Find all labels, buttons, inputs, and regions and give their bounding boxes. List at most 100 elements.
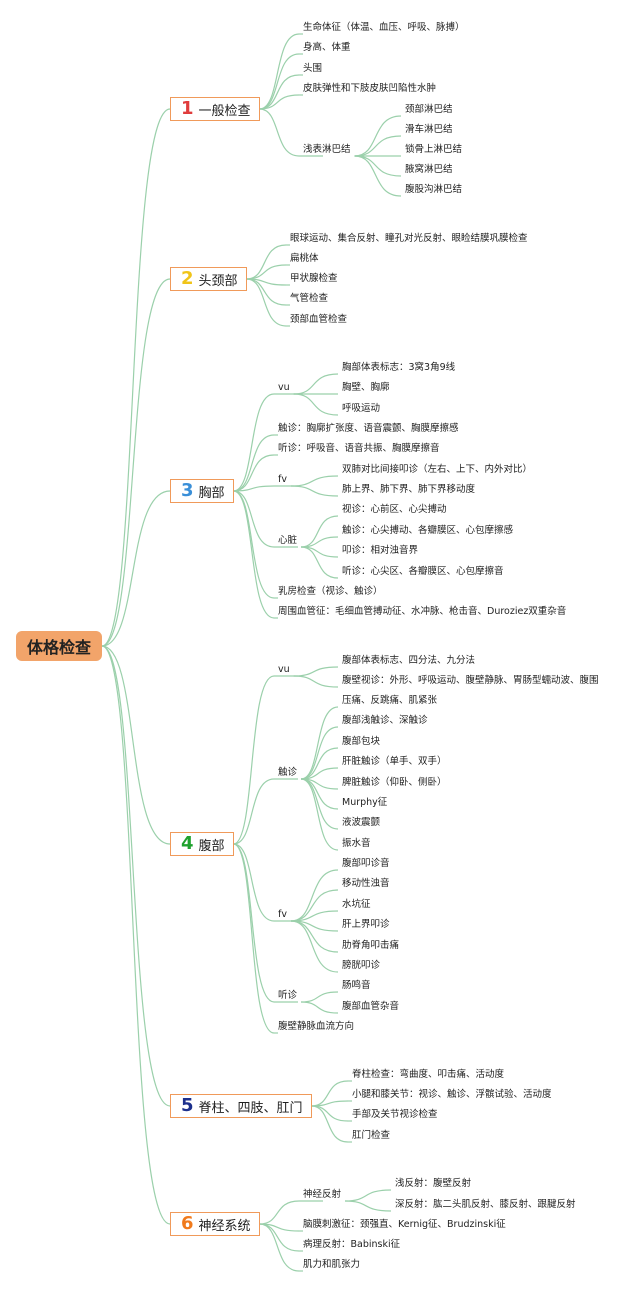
edge-root-section-5 <box>101 645 171 1107</box>
item-node: 小腿和膝关节：视诊、触诊、浮髌试验、活动度 <box>352 1089 552 1100</box>
edge-item-subitem <box>293 675 339 688</box>
subitem-node: 腋窝淋巴结 <box>405 164 453 175</box>
subitem-node: 腹部血管杂音 <box>342 1001 400 1012</box>
edge-section-item <box>259 33 300 110</box>
subitem-node: 锁骨上淋巴结 <box>405 144 463 155</box>
section-number: 4 <box>181 833 194 854</box>
item-node: 气管检查 <box>290 293 329 304</box>
subitem-node: 浅反射：腹壁反射 <box>395 1178 472 1189</box>
edge-root-section-3 <box>101 490 171 647</box>
edge-item-subitem <box>293 373 339 395</box>
edge-item-subitem <box>354 135 402 157</box>
subitem-node: 肝脏触诊（单手、双手） <box>342 756 447 767</box>
item-node: 颈部血管检查 <box>290 314 348 325</box>
edge-item-subitem <box>354 155 402 197</box>
subitem-node: 深反射：肱二头肌反射、膝反射、跟腱反射 <box>395 1199 576 1210</box>
item-node: 生命体征（体温、血压、呼吸、脉搏） <box>303 22 465 33</box>
edge-item-subitem <box>345 1200 392 1212</box>
edge-section-item <box>233 675 275 845</box>
edge-section-item <box>233 843 275 1034</box>
section-number: 3 <box>181 480 194 501</box>
item-node: 甲状腺检查 <box>290 273 338 284</box>
subitem-node: 叩诊：相对浊音界 <box>342 545 419 556</box>
item-node: 肛门检查 <box>352 1130 391 1141</box>
item-node: 听诊：呼吸音、语音共振、胸膜摩擦音 <box>278 443 440 454</box>
subitem-node: 肝上界叩诊 <box>342 919 390 930</box>
edge-section-item <box>246 264 287 280</box>
subitem-node: 腹壁视诊：外形、呼吸运动、腹壁静脉、胃肠型蠕动波、腹围 <box>342 675 599 686</box>
item-node: 乳房检查（视诊、触诊） <box>278 586 383 597</box>
item-node: fv <box>278 909 287 920</box>
edge-section-item <box>233 490 275 548</box>
edge-section-item <box>233 490 275 619</box>
subitem-node: 滑车淋巴结 <box>405 124 453 135</box>
edge-root-section-4 <box>101 645 171 845</box>
subitem-node: 触诊：心尖搏动、各瓣膜区、心包摩擦感 <box>342 525 514 536</box>
subitem-node: 腹部浅触诊、深触诊 <box>342 715 428 726</box>
edge-section-item <box>233 454 275 492</box>
edge-item-subitem <box>300 546 339 579</box>
edge-section-item <box>259 53 300 110</box>
section-number: 6 <box>181 1213 194 1234</box>
edge-root-section-1 <box>101 108 171 647</box>
edge-section-item <box>311 1105 349 1122</box>
root-node: 体格检查 <box>16 631 102 661</box>
subitem-node: 肋脊角叩击痛 <box>342 940 400 951</box>
subitem-node: 腹部包块 <box>342 736 381 747</box>
subitem-node: 液波震颤 <box>342 817 381 828</box>
section-number: 5 <box>181 1095 194 1116</box>
item-node: 皮肤弹性和下肢皮肤凹陷性水肿 <box>303 83 437 94</box>
section-label: 脊柱、四肢、肛门 <box>198 1100 303 1116</box>
item-node: 神经反射 <box>303 1189 342 1200</box>
item-node: 脊柱检查：弯曲度、叩击痛、活动度 <box>352 1069 505 1080</box>
subitem-node: 胸部体表标志：3窝3角9线 <box>342 362 456 373</box>
item-node: 脑膜刺激征：颈强直、Kernig征、Brudzinski征 <box>303 1219 506 1230</box>
section-label: 腹部 <box>198 838 225 854</box>
item-node: 肌力和肌张力 <box>303 1259 361 1270</box>
subitem-node: 颈部淋巴结 <box>405 104 453 115</box>
edge-item-subitem <box>293 666 339 677</box>
section-label: 一般检查 <box>198 103 251 119</box>
edge-section-item <box>233 490 275 599</box>
subitem-node: 胸壁、胸廓 <box>342 382 390 393</box>
item-node: 心脏 <box>278 535 298 546</box>
edge-item-subitem <box>300 706 339 780</box>
edge-root-section-6 <box>101 645 171 1225</box>
item-node: 浅表淋巴结 <box>303 144 351 155</box>
edge-section-item <box>233 434 275 492</box>
edge-section-item <box>311 1105 349 1143</box>
subitem-node: 肠鸣音 <box>342 980 371 991</box>
section-label: 胸部 <box>198 485 225 501</box>
item-node: vu <box>278 664 290 675</box>
edge-item-subitem <box>301 991 339 1003</box>
item-node: 头围 <box>303 63 323 74</box>
subitem-node: 肺上界、肺下界、肺下界移动度 <box>342 484 476 495</box>
edge-item-subitem <box>290 869 339 922</box>
edge-item-subitem <box>293 393 339 416</box>
edge-item-subitem <box>290 920 339 973</box>
edge-section-item <box>233 485 275 492</box>
subitem-node: 压痛、反跳痛、肌紧张 <box>342 695 438 706</box>
edge-section-item <box>233 393 275 492</box>
section-label: 头颈部 <box>198 273 238 289</box>
edge-item-subitem <box>345 1189 392 1202</box>
subitem-node: 视诊：心前区、心尖搏动 <box>342 504 447 515</box>
edge-item-subitem <box>301 1001 339 1014</box>
subitem-node: 听诊：心尖区、各瓣膜区、心包摩擦音 <box>342 566 504 577</box>
edge-section-item <box>233 778 275 845</box>
edge-item-subitem <box>290 889 339 922</box>
edge-section-item <box>233 843 275 1003</box>
edge-item-subitem <box>290 485 339 497</box>
item-node: 触诊：胸廓扩张度、语音震颤、胸膜摩擦感 <box>278 423 459 434</box>
edge-root-section-2 <box>101 278 171 647</box>
section-label: 神经系统 <box>198 1218 251 1234</box>
edge-section-item <box>259 74 300 110</box>
item-node: 触诊 <box>278 767 298 778</box>
subitem-node: 腹股沟淋巴结 <box>405 184 463 195</box>
edge-item-subitem <box>300 747 339 780</box>
